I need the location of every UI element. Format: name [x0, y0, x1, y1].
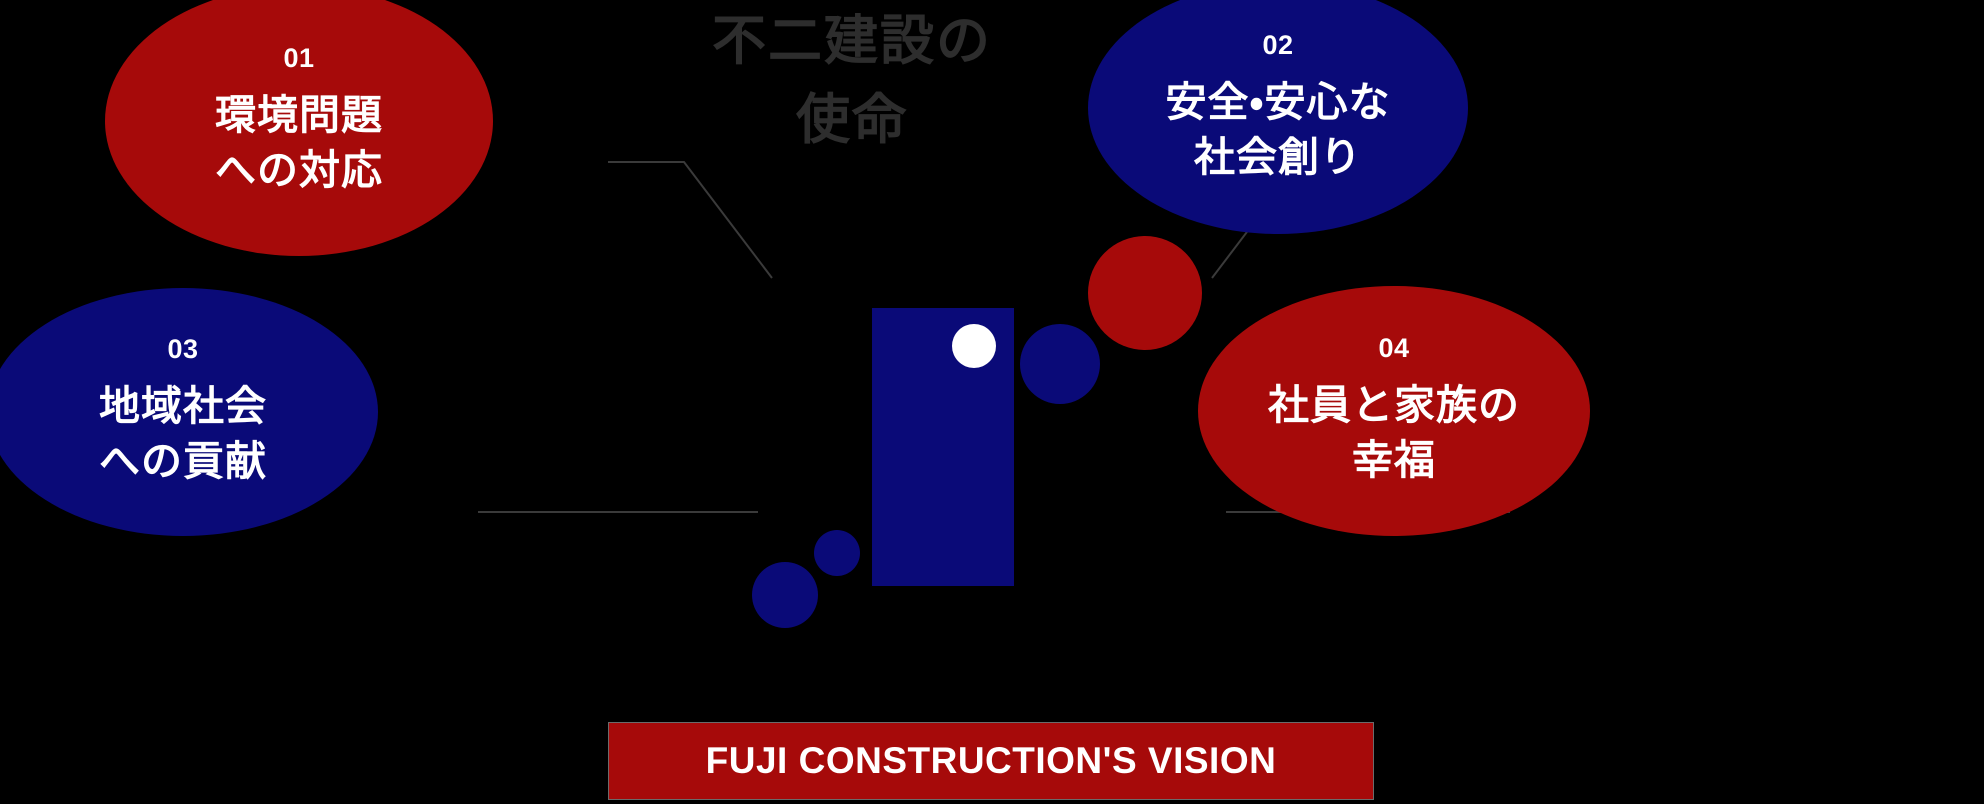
vision-banner-label: FUJI CONSTRUCTION'S VISION: [705, 740, 1277, 781]
pillar-03-number: 03: [167, 333, 199, 364]
pillar-04-number: 04: [1378, 332, 1410, 363]
connector-pillar-01: [608, 161, 773, 279]
logo-circle-blue-lower: [752, 562, 818, 628]
pillar-01-title: 環境問題 への対応: [215, 91, 383, 193]
logo-circle-blue-small: [814, 530, 860, 576]
pillar-02[interactable]: 02 安全・安心な 社会創り: [1088, 0, 1468, 234]
vision-banner[interactable]: FUJI CONSTRUCTION'S VISION: [608, 722, 1374, 800]
pillar-03[interactable]: 03 地域社会 への貢献: [0, 288, 378, 536]
pillar-04-title: 社員と家族の 幸福: [1268, 381, 1520, 483]
logo-circle-blue-upper: [1020, 324, 1100, 404]
pillar-04[interactable]: 04 社員と家族の 幸福: [1198, 286, 1590, 536]
page-title: 不二建設の 使命: [712, 11, 992, 150]
pillar-02-title: 安全・安心な 社会創り: [1165, 78, 1391, 180]
pillar-03-title: 地域社会 への貢献: [99, 382, 267, 484]
pillar-01-number: 01: [283, 42, 315, 73]
pillar-01[interactable]: 01 環境問題 への対応: [105, 0, 493, 256]
logo-dot-white: [952, 324, 996, 368]
pillar-02-number: 02: [1262, 29, 1294, 60]
logo-accent-circle-red: [1088, 236, 1202, 350]
